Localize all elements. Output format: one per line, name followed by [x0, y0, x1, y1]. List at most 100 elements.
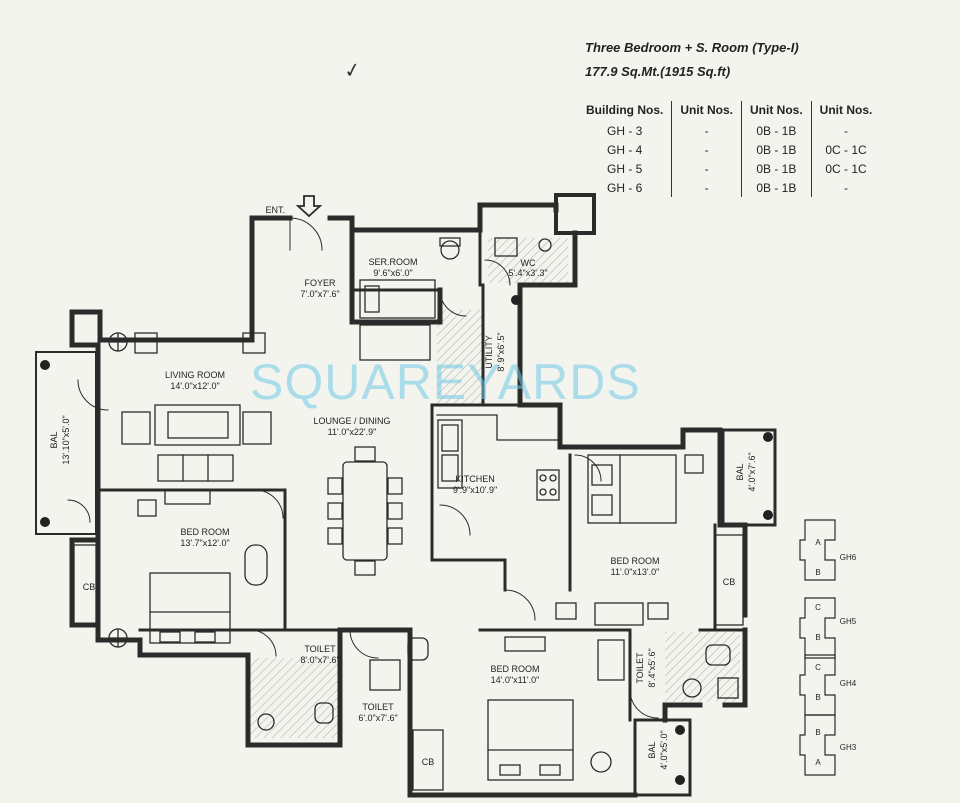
room-name: LOUNGE / DINING: [313, 416, 390, 426]
room-name: LIVING ROOM: [165, 370, 225, 380]
cupboard: [412, 729, 444, 791]
plant-icons: [40, 295, 773, 785]
key-plan-block: GH6: [840, 553, 857, 562]
interior-walls: [96, 228, 747, 722]
room-dim: 14'.0"x12'.0": [170, 381, 219, 391]
table-row: GH - 6 - 0B - 1B -: [578, 178, 881, 197]
door-swings: [67, 217, 659, 719]
room-dim: 6'.0"x7'.6": [358, 713, 397, 723]
room-dim: 7'.0"x7'.6": [300, 289, 339, 299]
room-name: BAL: [735, 463, 745, 480]
room-name: BED ROOM: [490, 664, 539, 674]
room-dim: 4'.0"x5'.0": [659, 730, 669, 769]
col-header-building: Building Nos.: [586, 103, 664, 117]
outer-walls: [69, 193, 777, 798]
key-plan-unit: B: [815, 728, 820, 737]
col-header-unit-2: Unit Nos.: [741, 101, 812, 121]
room-dim: 5'.4"x3'.3": [508, 268, 547, 278]
room-name: BAL: [49, 431, 59, 448]
room-dim: 8'.4"x5'.6": [647, 648, 657, 687]
table-cell: 0C - 1C: [810, 140, 881, 159]
room-name: BAL: [647, 741, 657, 758]
table-cell: 0B - 1B: [741, 121, 812, 140]
key-plan-block: GH4: [840, 679, 857, 688]
col-header-unit-1: Unit Nos.: [671, 101, 742, 121]
table-cell: -: [671, 159, 742, 178]
balcony-left: [35, 351, 97, 535]
entrance-label: ENT.: [265, 205, 285, 215]
room-name: KITCHEN: [455, 474, 495, 484]
room-dim: 8'.0"x7'.6": [300, 655, 339, 665]
toilet-floor-hatch: [250, 658, 340, 738]
unit-table: Building Nos. Unit Nos. Unit Nos. Unit N…: [578, 101, 881, 197]
table-cell: 0B - 1B: [741, 140, 812, 159]
key-plan-block: GH5: [840, 617, 857, 626]
entrance-arrow-icon: [295, 195, 323, 218]
key-plan-unit: C: [815, 663, 821, 672]
key-plan-icon: [799, 519, 836, 776]
col-header-unit-3: Unit Nos.: [810, 101, 881, 121]
room-name: WC: [521, 258, 536, 268]
room-dim: 4'.0"x7'.6": [747, 452, 757, 491]
room-dim: 8'.9"x6'.5": [496, 332, 506, 371]
living-furniture: [108, 332, 272, 482]
table-cell: GH - 3: [606, 123, 643, 138]
table-cell: 0C - 1C: [810, 159, 881, 178]
plan-area: 177.9 Sq.Mt.(1915 Sq.ft): [585, 64, 731, 79]
room-name: UTILITY: [484, 335, 494, 369]
room-name: TOILET: [635, 652, 645, 684]
wc-floor-hatch: [488, 238, 568, 283]
kitchen-counter: [436, 414, 561, 501]
cupboard-label: CB: [422, 757, 435, 767]
toilet-fixtures: [257, 637, 739, 731]
bed-room-3-furniture: [487, 636, 625, 781]
key-plan-block: GH3: [840, 743, 857, 752]
table-cell: 0B - 1B: [741, 159, 812, 178]
cupboard: [73, 544, 97, 626]
dining-set: [327, 446, 403, 576]
table-cell: -: [671, 178, 742, 197]
toilet-floor-hatch: [665, 632, 740, 702]
table-row: GH - 3 - 0B - 1B -: [578, 121, 881, 140]
table-cell: -: [671, 140, 742, 159]
key-plan-unit: B: [815, 568, 820, 577]
utility-floor-hatch: [437, 310, 483, 405]
key-plan-unit: B: [815, 693, 820, 702]
servant-furniture: [359, 237, 552, 361]
room-name: BED ROOM: [610, 556, 659, 566]
table-cell: -: [810, 178, 881, 197]
room-dim: 9'.9"x10'.9": [453, 485, 497, 495]
room-name: SER.ROOM: [368, 257, 417, 267]
table-cell: GH - 4: [606, 142, 643, 157]
room-dim: 13'.10"x5'.0": [61, 415, 71, 464]
room-dim: 14'.0"x11'.0": [491, 675, 540, 685]
room-name: BED ROOM: [180, 527, 229, 537]
table-row: GH - 5 - 0B - 1B 0C - 1C: [578, 159, 881, 178]
table-cell: GH - 5: [606, 161, 643, 176]
key-plan-unit: C: [815, 603, 821, 612]
cupboard-label: CB: [723, 577, 736, 587]
room-name: FOYER: [304, 278, 336, 288]
room-name: TOILET: [362, 702, 394, 712]
table-cell: 0B - 1B: [741, 178, 812, 197]
room-dim: 11'.0"x13'.0": [611, 567, 660, 577]
room-dim: 9'.6"x6'.0": [373, 268, 412, 278]
table-cell: -: [671, 121, 742, 140]
key-plan-unit: B: [815, 633, 820, 642]
table-cell: -: [810, 121, 881, 140]
table-cell: GH - 6: [606, 180, 643, 195]
watermark: SQUAREYARDS: [250, 354, 641, 410]
key-plan-unit: A: [815, 538, 821, 547]
room-dim: 13'.7"x12'.0": [180, 538, 229, 548]
cupboard-label: CB: [83, 582, 96, 592]
key-plan-unit: A: [815, 758, 821, 767]
plan-title: Three Bedroom + S. Room (Type-I): [585, 40, 799, 55]
bed-room-2-furniture: [555, 454, 704, 626]
room-name: TOILET: [304, 644, 336, 654]
bed-room-1-furniture: [108, 489, 268, 648]
table-row: GH - 4 - 0B - 1B 0C - 1C: [578, 140, 881, 159]
cupboard: [714, 534, 744, 626]
unit-table-header: Building Nos. Unit Nos. Unit Nos. Unit N…: [578, 101, 881, 121]
room-dim: 11'.0"x22'.9": [328, 427, 377, 437]
